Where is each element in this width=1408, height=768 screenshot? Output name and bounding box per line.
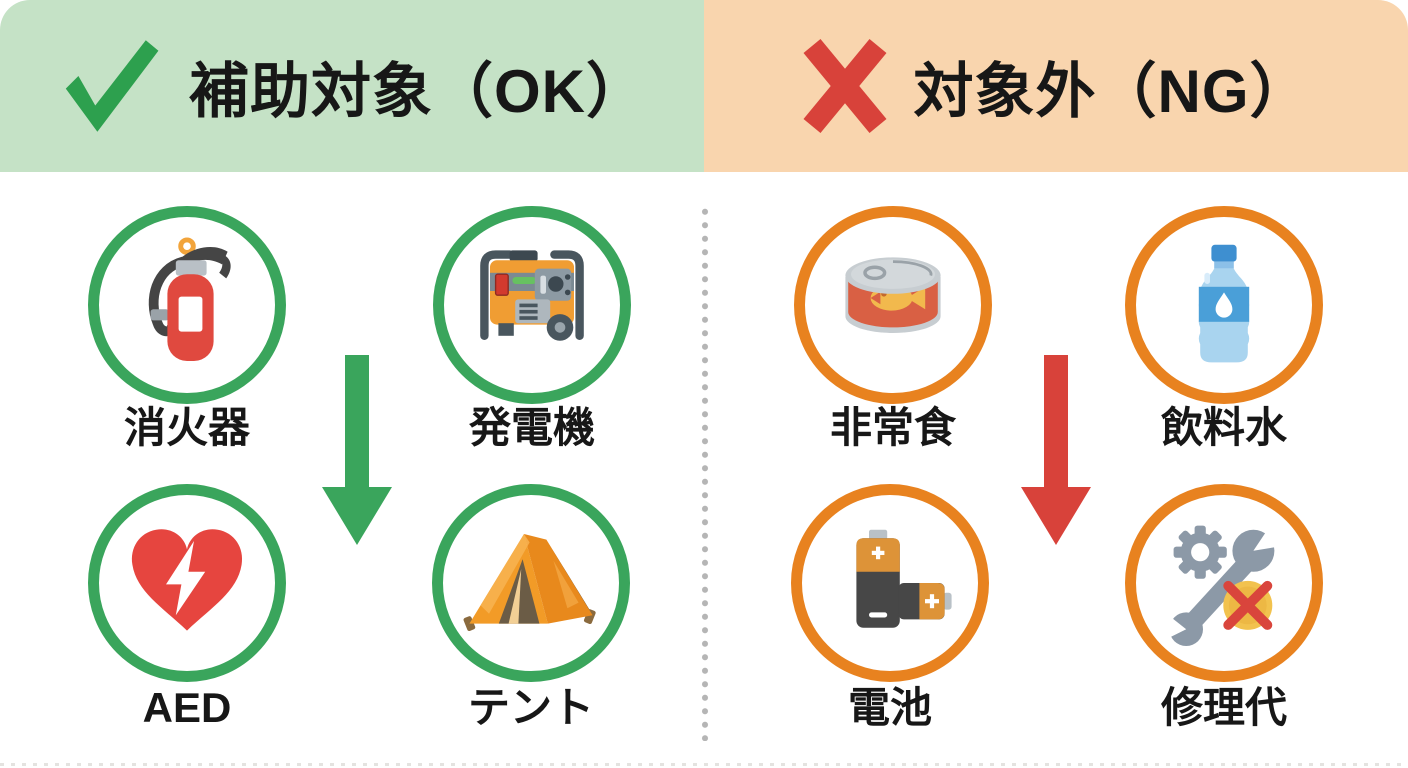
x-icon (803, 38, 886, 134)
ng-header-title: 対象外（NG） (913, 57, 1311, 125)
item-label-fire-extinguisher: 消火器 (123, 404, 250, 451)
repair-cost-circle (1125, 484, 1323, 682)
generator-icon (480, 250, 584, 341)
fire-extinguisher-icon (148, 237, 231, 361)
fire-extinguisher-circle (88, 206, 286, 404)
check-icon (65, 40, 159, 132)
ok-down-arrow-icon (322, 355, 392, 545)
item-label-generator: 発電機 (468, 404, 595, 451)
item-label-tent: テント (467, 684, 594, 731)
tent-icon (463, 534, 596, 632)
water-bottle-icon (1198, 244, 1250, 363)
water-bottle-circle (1125, 206, 1323, 404)
aed-circle (88, 484, 286, 682)
item-label-battery: 電池 (847, 684, 932, 731)
bottom-edge-line (0, 763, 1408, 766)
canned-food-icon (845, 257, 941, 333)
battery-icon (856, 529, 952, 628)
tent-circle (432, 484, 630, 682)
repair-cost-icon (1161, 525, 1287, 646)
ok-header: 補助対象（OK） (0, 0, 704, 172)
item-label-water-bottle: 飲料水 (1160, 404, 1287, 451)
ng-down-arrow-icon (1021, 355, 1091, 545)
ng-header: 対象外（NG） (704, 0, 1408, 172)
item-label-canned-food: 非常食 (829, 404, 956, 451)
item-label-aed: AED (142, 684, 232, 731)
ok-header-title: 補助対象（OK） (189, 57, 647, 125)
item-label-repair-cost: 修理代 (1160, 684, 1287, 731)
battery-circle (791, 484, 989, 682)
dotted-divider (701, 205, 709, 741)
aed-heart-icon (131, 529, 243, 631)
canned-food-circle (794, 206, 992, 404)
generator-circle (433, 206, 631, 404)
